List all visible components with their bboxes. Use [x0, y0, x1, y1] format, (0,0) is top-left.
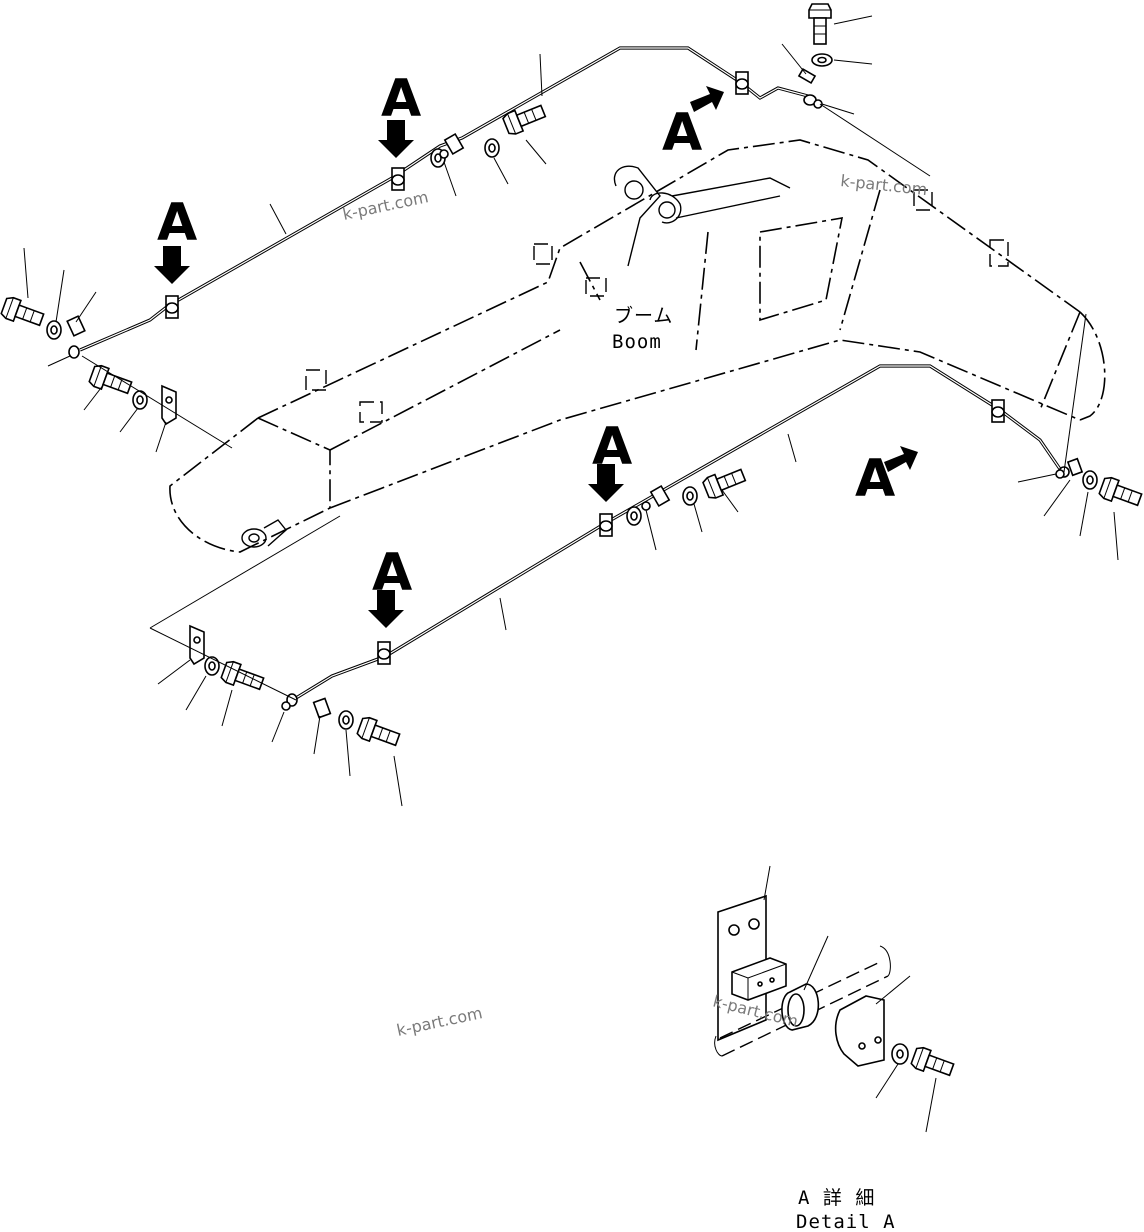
boom-clip-2 — [585, 277, 607, 297]
watermark-3: k-part.com — [395, 1003, 484, 1040]
view-marker-a-2: A — [154, 193, 197, 284]
leader-lines — [23, 15, 1119, 807]
boom-clip-3 — [305, 369, 327, 391]
lower-grease-pipe — [286, 364, 1070, 707]
boom-clip-6 — [913, 189, 933, 211]
view-marker-a-4: A — [588, 417, 632, 502]
boom-clip-1 — [533, 243, 553, 265]
hardware — [0, 3, 1144, 751]
view-marker-a-6: A — [368, 543, 412, 628]
boom-label-jp: ブーム — [614, 304, 673, 327]
detail-a-drawing — [714, 865, 957, 1133]
svg-text:A: A — [855, 449, 895, 509]
boom-label-en: Boom — [612, 331, 662, 353]
view-marker-a-5: A — [855, 446, 918, 509]
watermark-1: k-part.com — [341, 187, 430, 224]
view-marker-a-3: A — [662, 86, 724, 163]
detail-label-jp: A 詳 細 — [798, 1187, 875, 1209]
boom-outline — [169, 139, 1106, 553]
svg-text:A: A — [662, 103, 702, 163]
view-marker-a-1: A — [378, 69, 421, 158]
svg-text:A: A — [157, 193, 197, 253]
svg-text:A: A — [381, 69, 421, 129]
boom-clip-5 — [989, 239, 1009, 267]
boom-clip-4 — [359, 401, 383, 423]
upper-grease-pipe — [68, 46, 817, 359]
watermark-2: k-part.com — [840, 171, 929, 199]
detail-label-en: Detail A — [796, 1211, 896, 1232]
